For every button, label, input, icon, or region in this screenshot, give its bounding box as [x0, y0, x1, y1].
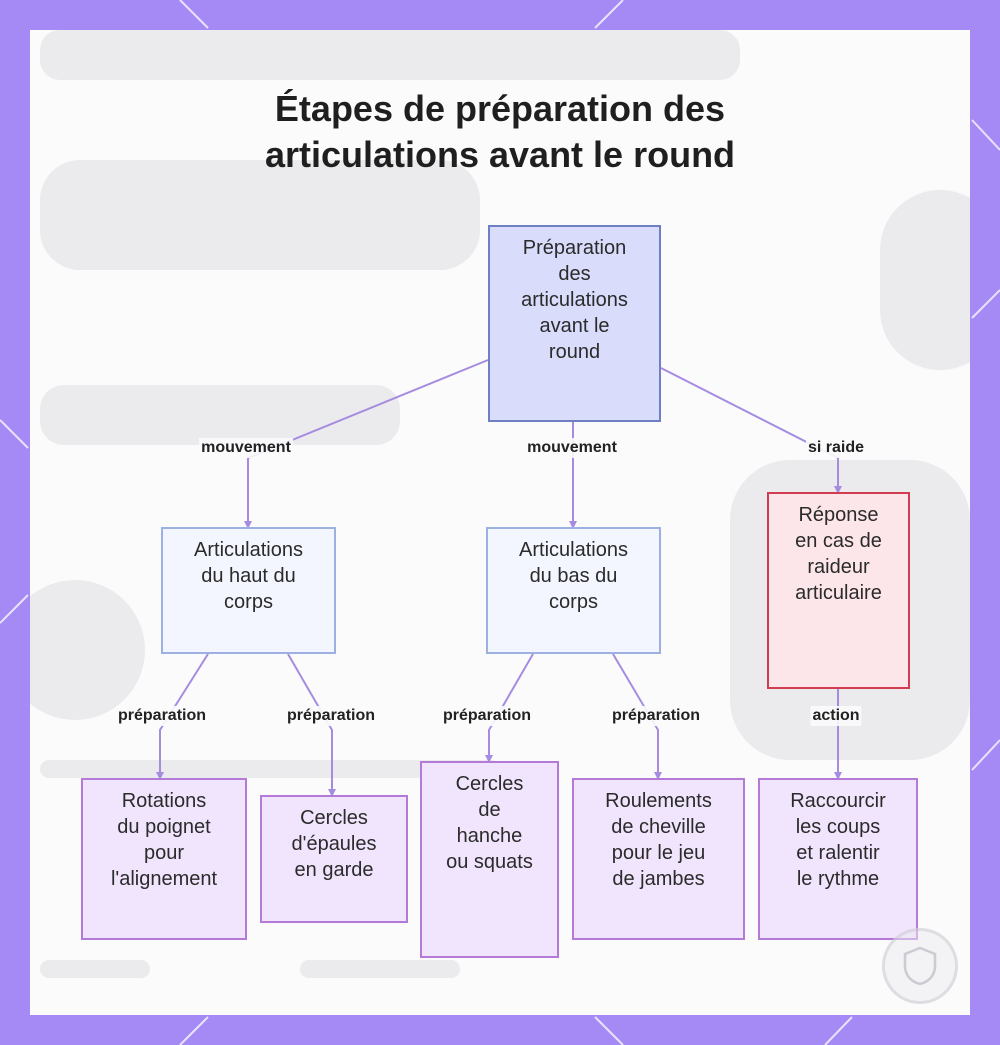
- node-text-line: des: [521, 261, 628, 287]
- node-text-line: les coups: [790, 814, 886, 840]
- node-stiffness-response: Réponse en cas de raideur articulaire: [767, 492, 910, 689]
- node-text-line: hanche: [446, 823, 533, 849]
- node-text-line: du bas du: [519, 563, 628, 589]
- node-text-line: de jambes: [605, 866, 712, 892]
- node-text-line: du poignet: [111, 814, 217, 840]
- edge-label-root-stiff: si raide: [806, 438, 866, 458]
- node-text-line: pour: [111, 840, 217, 866]
- edge-label-stiff-shorten: action: [810, 706, 861, 726]
- node-shorten-strikes: Raccourcir les coups et ralentir le ryth…: [758, 778, 918, 940]
- node-text-line: d'épaules: [292, 831, 377, 857]
- shield-watermark-icon: [882, 928, 958, 1004]
- diagram-canvas: Étapes de préparation des articulations …: [30, 30, 970, 1015]
- node-text-line: du haut du: [194, 563, 303, 589]
- edge-root-stiff: [661, 368, 838, 492]
- node-text-line: articulations: [521, 287, 628, 313]
- node-text-line: en garde: [292, 857, 377, 883]
- node-text-line: corps: [519, 589, 628, 615]
- node-upper-body-joints: Articulations du haut du corps: [161, 527, 336, 654]
- node-text-line: et ralentir: [790, 840, 886, 866]
- node-text-line: corps: [194, 589, 303, 615]
- edge-label-upper-wrist: préparation: [116, 706, 208, 726]
- node-text-line: raideur: [795, 554, 882, 580]
- node-text-line: pour le jeu: [605, 840, 712, 866]
- node-text-line: avant le: [521, 313, 628, 339]
- node-text-line: Roulements: [605, 788, 712, 814]
- node-text-line: en cas de: [795, 528, 882, 554]
- edge-label-root-upper: mouvement: [199, 438, 293, 458]
- node-text-line: Préparation: [521, 235, 628, 261]
- node-text-line: Raccourcir: [790, 788, 886, 814]
- node-text-line: round: [521, 339, 628, 365]
- node-text-line: Cercles: [292, 805, 377, 831]
- edge-label-root-lower: mouvement: [525, 438, 619, 458]
- node-text-line: Articulations: [194, 537, 303, 563]
- node-wrist-rotations: Rotations du poignet pour l'alignement: [81, 778, 247, 940]
- edge-label-upper-shoulder: préparation: [285, 706, 377, 726]
- node-text-line: l'alignement: [111, 866, 217, 892]
- node-hip-circles: Cercles de hanche ou squats: [420, 761, 559, 958]
- node-text-line: Cercles: [446, 771, 533, 797]
- node-text-line: articulaire: [795, 580, 882, 606]
- node-lower-body-joints: Articulations du bas du corps: [486, 527, 661, 654]
- node-text-line: de cheville: [605, 814, 712, 840]
- edge-label-lower-hip: préparation: [441, 706, 533, 726]
- node-text-line: le rythme: [790, 866, 886, 892]
- node-text-line: ou squats: [446, 849, 533, 875]
- node-text-line: Articulations: [519, 537, 628, 563]
- node-ankle-rolls: Roulements de cheville pour le jeu de ja…: [572, 778, 745, 940]
- node-joint-preparation: Préparation des articulations avant le r…: [488, 225, 661, 422]
- node-text-line: Rotations: [111, 788, 217, 814]
- node-text-line: Réponse: [795, 502, 882, 528]
- node-text-line: de: [446, 797, 533, 823]
- edge-label-lower-ankle: préparation: [610, 706, 702, 726]
- node-shoulder-circles: Cercles d'épaules en garde: [260, 795, 408, 923]
